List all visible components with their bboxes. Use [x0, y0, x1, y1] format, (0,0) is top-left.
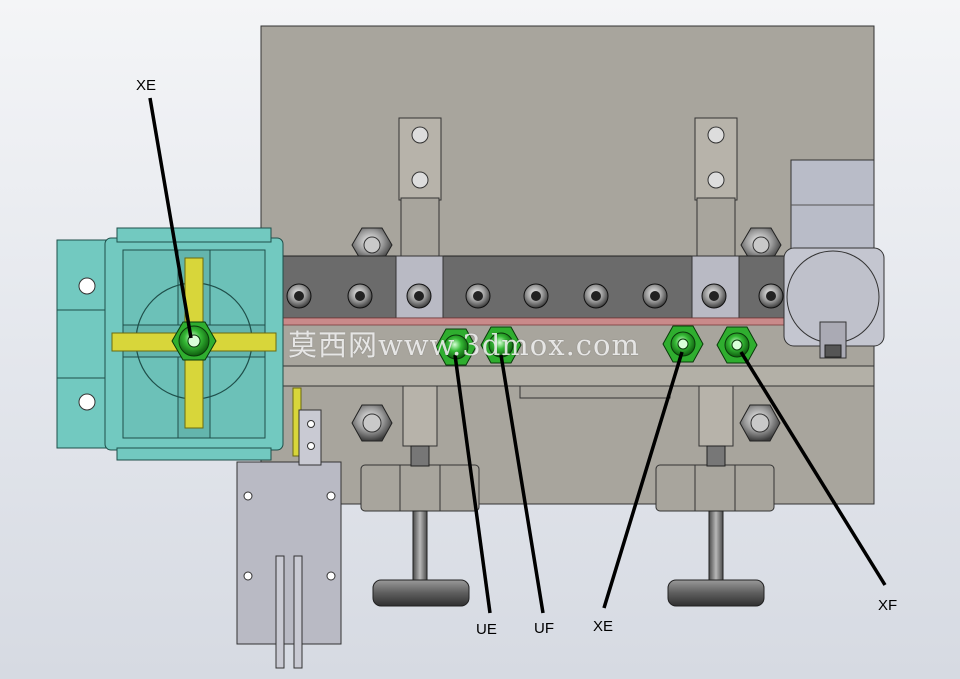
right-foot-block [655, 464, 775, 512]
right-upper-bracket [694, 117, 738, 261]
right-post [698, 385, 734, 447]
left-leveling-foot [372, 445, 470, 607]
motor-assembly [783, 159, 885, 359]
callout-label-xf: XF [878, 597, 898, 614]
green-connector-xe [662, 325, 704, 363]
hex-nut-upper-right [740, 227, 782, 263]
leader-line-xf [739, 351, 887, 586]
center-green-connector [171, 321, 217, 361]
left-upper-bracket [398, 117, 442, 261]
leader-line-xe-top [148, 97, 193, 339]
hex-nut-lower-left [351, 404, 393, 442]
leader-line-ue [453, 354, 492, 614]
right-leveling-foot [667, 445, 765, 607]
green-connector-xf [716, 326, 758, 364]
watermark-text: 莫西网www.3dmox.com [288, 328, 640, 362]
rail-slot [519, 385, 671, 399]
left-post [402, 385, 438, 447]
callout-label-uf: UF [534, 620, 554, 637]
green-connector-uf [480, 326, 522, 364]
callout-label-xe-bottom: XE [593, 618, 614, 635]
lower-rail [282, 365, 875, 387]
leader-line-uf [499, 354, 545, 614]
callout-label-xe-top: XE [136, 77, 157, 94]
green-connector-ue [435, 328, 477, 366]
lower-bracket-box [236, 409, 342, 669]
leader-line-xe-bottom [602, 351, 684, 609]
callout-label-ue: UE [476, 621, 497, 638]
left-foot-block [360, 464, 480, 512]
hex-nut-lower-right [739, 404, 781, 442]
beam-bolts [286, 283, 784, 309]
